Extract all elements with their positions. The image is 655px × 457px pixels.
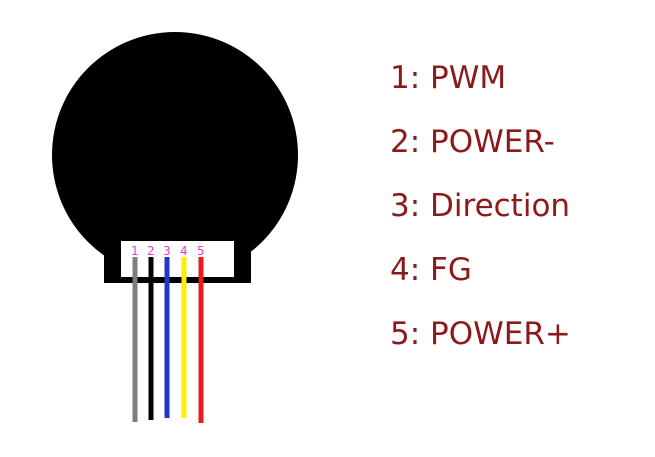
motor-housing	[52, 32, 298, 278]
pin-label-power-positive: 5: POWER+	[390, 316, 571, 352]
connector-pin-numbers: 1 2 3 4 5	[131, 244, 205, 258]
connector-socket	[121, 241, 234, 277]
wires	[132, 257, 204, 423]
connector-pin-number-5: 5	[197, 244, 205, 258]
connector-pin-number-4: 4	[180, 244, 188, 258]
connector-pin-number-2: 2	[147, 244, 155, 258]
pin-label-direction: 3: Direction	[390, 188, 571, 224]
pin-label-pwm: 1: PWM	[390, 60, 507, 96]
pin-label-power-negative: 2: POWER-	[390, 124, 555, 160]
connector-pin-number-3: 3	[163, 244, 171, 258]
pin-label-fg: 4: FG	[390, 252, 472, 288]
connector-pin-number-1: 1	[131, 244, 139, 258]
motor-body	[52, 32, 298, 283]
